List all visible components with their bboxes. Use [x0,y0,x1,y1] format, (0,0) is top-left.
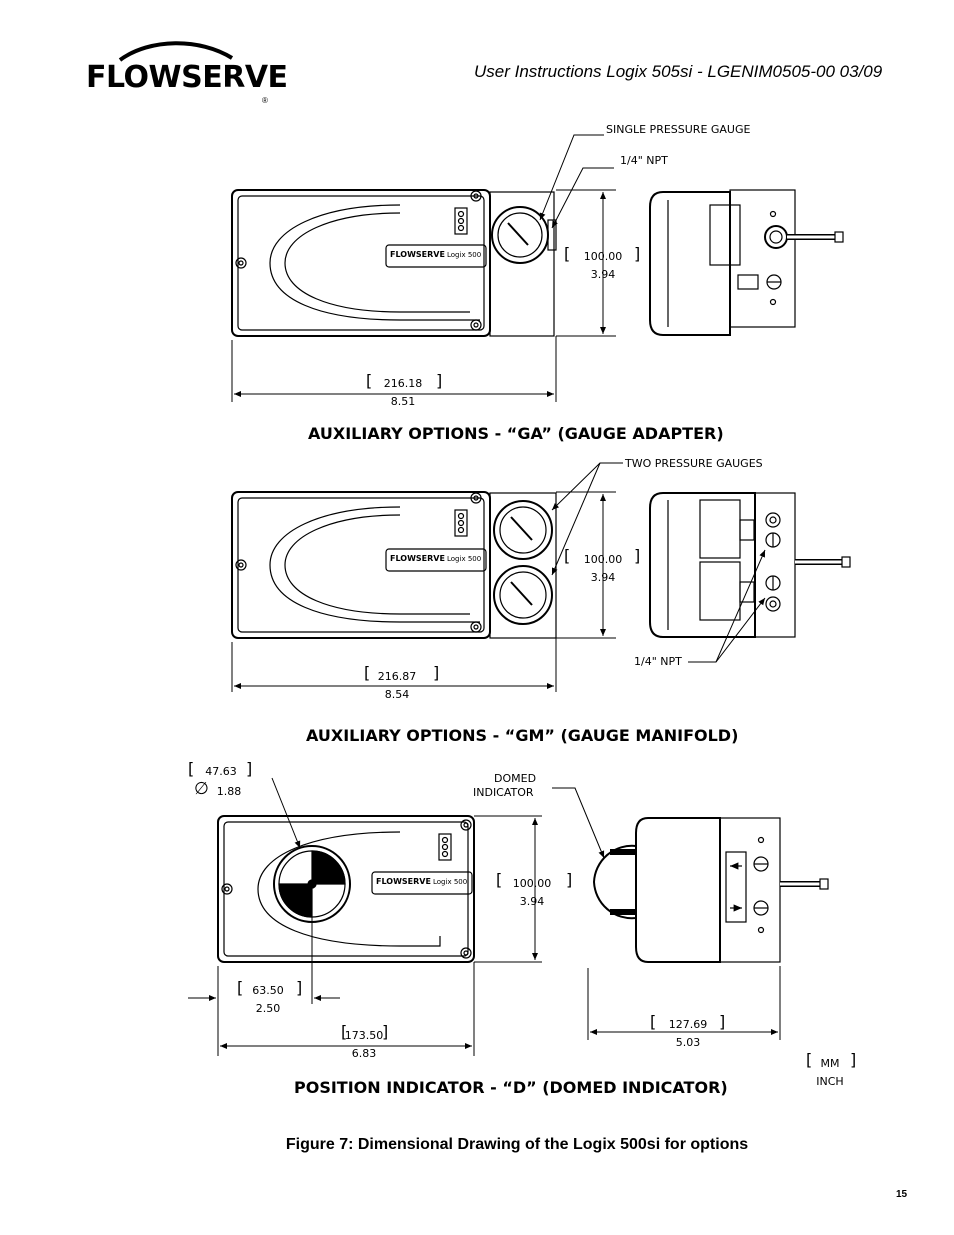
section-title-gm: AUXILIARY OPTIONS - “GM” (GAUGE MANIFOLD… [306,726,739,745]
height-in: 3.94 [519,895,545,908]
bracket-right: ] [296,978,303,997]
logo-swoosh [118,41,234,62]
width-dimension-3: 173.50 6.83 [343,1027,385,1063]
bracket-right: ] [850,1050,857,1069]
bracket-left: [ [564,546,571,565]
depth-dimension: 127.69 5.03 [658,1016,718,1052]
width-in: 8.54 [384,688,410,701]
height-mm: 100.00 [512,877,552,890]
bracket-left: [ [496,870,503,889]
bracket-left: [ [341,1022,348,1041]
bracket-right: ] [436,371,443,390]
offset-mm: 63.50 [252,984,284,997]
diameter-symbol: ∅ [194,779,209,799]
label-domed-1: DOMED [494,772,537,785]
height-in: 3.94 [590,268,616,281]
offset-in: 2.50 [255,1002,281,1015]
section-title-ga: AUXILIARY OPTIONS - “GA” (GAUGE ADAPTER) [308,424,724,443]
drawing3-front-view [217,815,475,963]
dia-in: 1.88 [216,785,242,798]
height-dimension-1: 100.00 3.94 [573,248,633,284]
height-mm: 100.00 [583,250,623,263]
depth-mm: 127.69 [668,1018,708,1031]
nameplate-model-2: Logix 500 [447,555,482,563]
height-mm: 100.00 [583,553,623,566]
section-title-d: POSITION INDICATOR - “D” (DOMED INDICATO… [294,1078,728,1097]
bracket-left: [ [564,244,571,263]
nameplate-model-1: Logix 500 [447,251,482,259]
drawing2-side-view [649,492,851,638]
width-mm: 173.50 [344,1029,384,1042]
nameplate-brand-3: FLOWSERVE [376,877,431,886]
drawing2-dimensions [231,462,766,692]
bracket-left: [ [364,663,371,682]
drawing1-dimensions [231,134,616,402]
page-number: 15 [896,1189,908,1200]
bracket-left: [ [366,371,373,390]
document-title: User Instructions Logix 505si - LGENIM05… [474,62,883,81]
nameplate-brand-1: FLOWSERVE [390,250,445,259]
label-domed-2: INDICATOR [473,786,534,799]
drawing2-front-view [231,491,557,639]
label-two-pressure-gauges: TWO PRESSURE GAUGES [625,457,763,470]
width-in: 8.51 [390,395,416,408]
label-single-pressure-gauge: SINGLE PRESSURE GAUGE [606,123,751,136]
width-mm: 216.18 [383,377,423,390]
width-dimension-2: 216.87 8.54 [367,668,427,704]
unit-inch: INCH [816,1075,844,1088]
bracket-right: ] [433,663,440,682]
bracket-right: ] [246,759,253,778]
bracket-right: ] [719,1012,726,1031]
bracket-left: [ [650,1012,657,1031]
registered-mark: ® [262,96,268,105]
depth-in: 5.03 [675,1036,701,1049]
label-npt-1: 1/4" NPT [620,154,668,167]
bracket-right: ] [634,546,641,565]
offset-dimension: 63.50 2.50 [242,982,294,1018]
drawing1-front-view [231,189,557,337]
nameplate-model-3: Logix 500 [433,878,468,886]
width-dimension-1: 216.18 8.51 [373,375,433,411]
unit-legend: MM INCH [810,1055,850,1091]
bracket-right: ] [634,244,641,263]
drawing3-dimensions [188,777,781,1056]
bracket-right: ] [566,870,573,889]
width-in: 6.83 [351,1047,377,1060]
bracket-left: [ [806,1050,813,1069]
unit-mm: MM [820,1057,840,1070]
height-dimension-3: 100.00 3.94 [502,875,562,911]
bracket-right: ] [382,1022,389,1041]
bracket-left: [ [237,978,244,997]
dia-mm: 47.63 [205,765,237,778]
figure-caption: Figure 7: Dimensional Drawing of the Log… [285,1136,749,1153]
width-mm: 216.87 [377,670,417,683]
drawing1-side-view [649,189,844,336]
flowserve-logo: FLOWSERVE [86,60,288,95]
height-dimension-2: 100.00 3.94 [573,551,633,587]
height-in: 3.94 [590,571,616,584]
label-npt-2: 1/4" NPT [634,655,682,668]
bracket-left: [ [188,759,195,778]
nameplate-brand-2: FLOWSERVE [390,554,445,563]
drawing3-side-view [592,817,829,963]
